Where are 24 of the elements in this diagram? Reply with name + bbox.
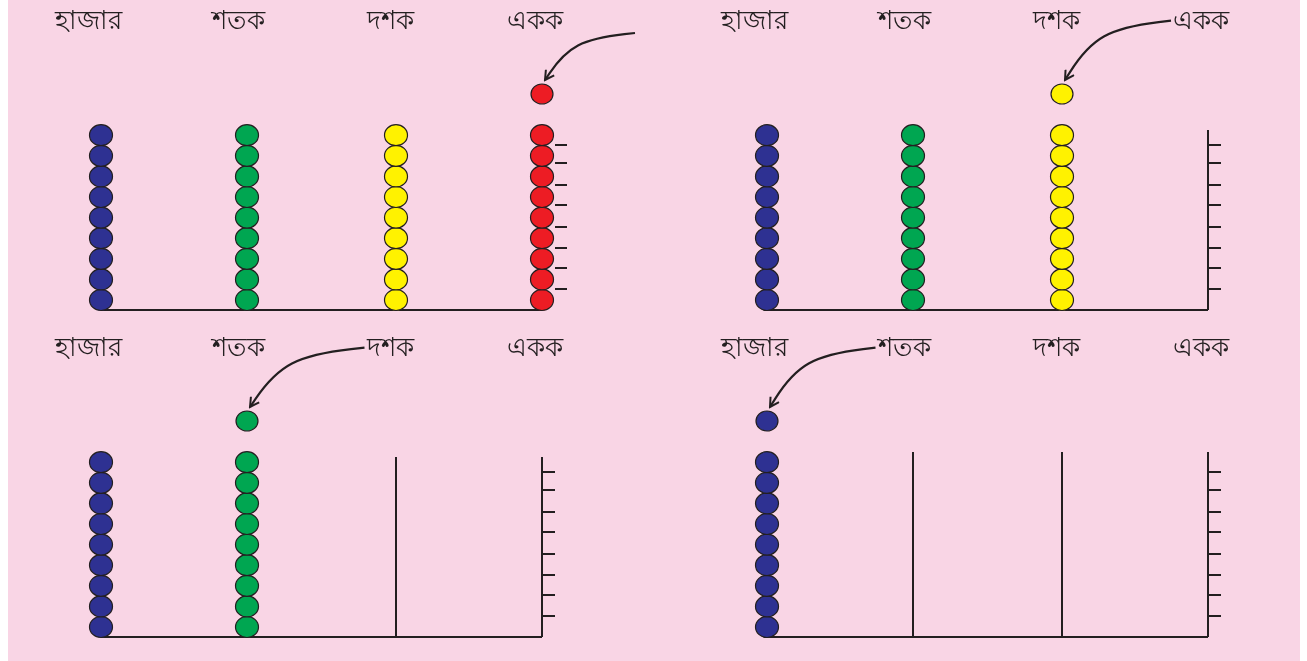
column-heading: হাজার: [54, 332, 122, 364]
bead: [1050, 83, 1074, 105]
column-heading: দশক: [1032, 5, 1080, 37]
curved-arrow: [1064, 19, 1172, 81]
column-heading: দশক: [366, 332, 414, 364]
bead: [235, 410, 259, 432]
column-heading: শতক: [877, 332, 931, 364]
bead: [530, 83, 554, 105]
bead: [755, 410, 779, 432]
column-heading: হাজার: [720, 332, 788, 364]
column-heading: শতক: [211, 332, 265, 364]
column-heading: শতক: [877, 5, 931, 37]
column-heading: একক: [507, 5, 563, 37]
column-heading: একক: [507, 332, 563, 364]
column-heading: দশক: [1032, 332, 1080, 364]
column-heading: হাজার: [54, 5, 122, 37]
curved-arrow: [769, 346, 876, 408]
curved-arrow: [249, 346, 365, 408]
column-heading: একক: [1173, 5, 1229, 37]
column-heading: একক: [1173, 332, 1229, 364]
column-heading: হাজার: [720, 5, 788, 37]
curved-arrow: [544, 31, 636, 81]
column-heading: দশক: [366, 5, 414, 37]
column-heading: শতক: [211, 5, 265, 37]
